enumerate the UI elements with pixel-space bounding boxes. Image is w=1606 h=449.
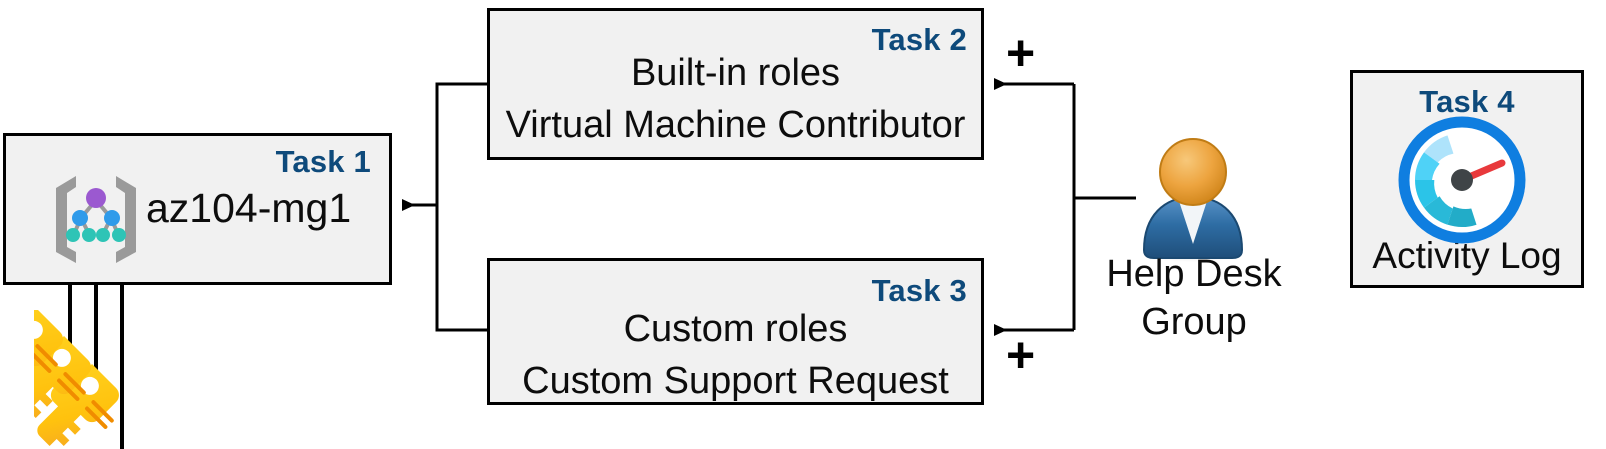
task-4-tag: Task 4: [1419, 84, 1515, 119]
plus-icon-top: +: [1006, 25, 1036, 81]
task-1-title: az104-mg1: [146, 185, 352, 231]
keys-icon: [34, 310, 119, 447]
task-1-tag: Task 1: [275, 144, 371, 179]
help-desk-group-label: Help Desk Group: [1069, 250, 1319, 346]
task-3-line-2: Custom Support Request: [522, 360, 949, 402]
task-3-line-1: Custom roles: [623, 308, 848, 350]
task-1-box[interactable]: Task 1 az104-mg1: [3, 133, 392, 285]
left-bracket-connector: [402, 82, 487, 332]
management-group-icon: [56, 176, 136, 263]
task-2-line-2: Virtual Machine Contributor: [505, 104, 966, 146]
help-desk-label-line-2: Group: [1141, 301, 1247, 343]
plus-icon-bottom: +: [1006, 327, 1036, 383]
task-2-tag: Task 2: [871, 22, 967, 57]
task-3-tag: Task 3: [871, 273, 967, 308]
task-3-box[interactable]: Task 3 Custom roles Custom Support Reque…: [487, 258, 984, 405]
user-group-icon: [1141, 138, 1245, 263]
task-2-box[interactable]: Task 2 Built-in roles Virtual Machine Co…: [487, 8, 984, 160]
task-3-body: Custom roles Custom Support Request: [490, 303, 981, 407]
task-2-body: Built-in roles Virtual Machine Contribut…: [490, 47, 981, 151]
help-desk-label-line-1: Help Desk: [1106, 253, 1282, 295]
gauge-icon: [1398, 116, 1526, 244]
task-2-line-1: Built-in roles: [630, 52, 841, 94]
